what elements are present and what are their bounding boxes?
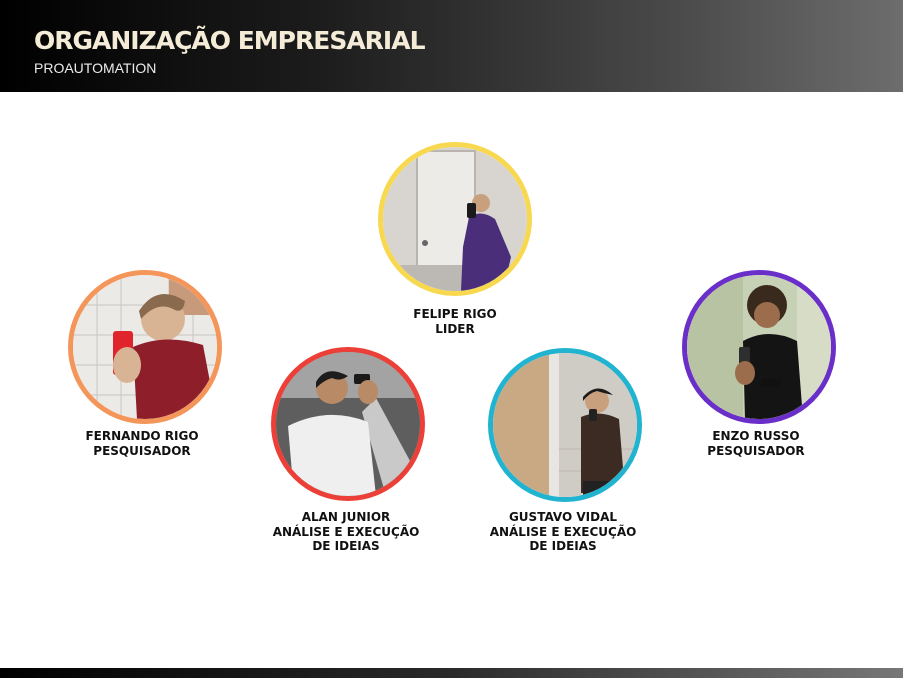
member-caption: ENZO RUSSO PESQUISADOR (666, 429, 846, 458)
member-name: ALAN JUNIOR (301, 510, 391, 524)
member-role: ANÁLISE E EXECUÇÃO (489, 524, 637, 539)
page-subtitle: PROAUTOMATION (34, 60, 157, 76)
member-caption: FERNANDO RIGO PESQUISADOR (52, 429, 232, 458)
member-photo (682, 270, 836, 424)
member-name: FERNANDO RIGO (85, 429, 199, 443)
member-caption: ALAN JUNIOR ANÁLISE E EXECUÇÃO DE IDEIAS (256, 510, 436, 554)
member-photo (488, 348, 642, 502)
member-name: ENZO RUSSO (712, 429, 800, 443)
member-role: LIDER (435, 321, 475, 336)
member-role: ANÁLISE E EXECUÇÃO (272, 524, 420, 539)
member-role: PESQUISADOR (93, 443, 191, 458)
member-caption: GUSTAVO VIDAL ANÁLISE E EXECUÇÃO DE IDEI… (473, 510, 653, 554)
footer-bar (0, 668, 903, 678)
member-photo (271, 347, 425, 501)
member-role: PESQUISADOR (707, 443, 805, 458)
member-name: FELIPE RIGO (413, 307, 497, 321)
member-photo (378, 142, 532, 296)
member-role: DE IDEIAS (312, 539, 380, 553)
page-title: ORGANIZAÇÃO EMPRESARIAL (34, 26, 426, 55)
member-name: GUSTAVO VIDAL (508, 510, 618, 524)
header-banner: ORGANIZAÇÃO EMPRESARIAL PROAUTOMATION (0, 0, 903, 92)
member-caption: FELIPE RIGO LIDER (365, 307, 545, 336)
member-photo (68, 270, 222, 424)
member-role: DE IDEIAS (529, 539, 597, 553)
